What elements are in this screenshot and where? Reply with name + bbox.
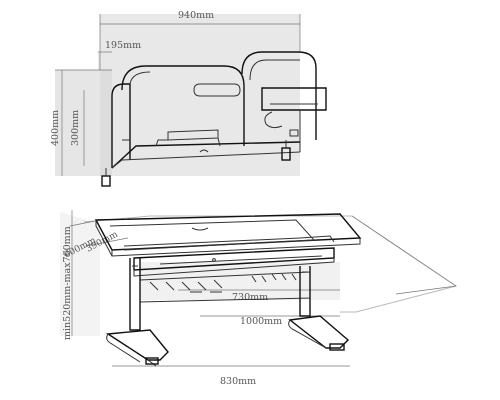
dim-730mm: 730mm <box>232 292 268 303</box>
dim-400mm: 400mm <box>50 110 61 146</box>
height-adjustable-desk <box>94 213 362 367</box>
dim-height-range: min520mm-max760mm <box>62 226 73 340</box>
dim-300mm: 300mm <box>70 110 81 146</box>
desk-dimension-planes <box>60 212 458 336</box>
shelf-dimension-planes <box>55 14 300 176</box>
shelf-dimension-lines <box>55 14 301 176</box>
dim-940mm: 940mm <box>178 10 214 21</box>
desktop-shelf-unit <box>101 51 327 187</box>
dim-195mm: 195mm <box>105 40 141 51</box>
dim-830mm: 830mm <box>220 376 256 387</box>
dim-1000mm: 1000mm <box>240 316 282 327</box>
